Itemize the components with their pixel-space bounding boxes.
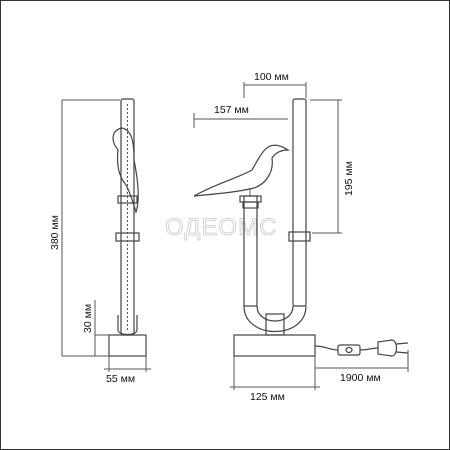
dim-bird-length: 157 мм <box>214 104 249 116</box>
side-bird <box>112 127 139 214</box>
cable-switch <box>337 344 361 356</box>
front-mount-neck <box>242 201 259 209</box>
front-center-cup <box>265 313 285 336</box>
dim-tube-spacing: 100 мм <box>254 71 289 83</box>
side-sleeve <box>115 232 140 242</box>
switch-button-icon <box>345 346 353 354</box>
side-dimensions: 380 мм 30 мм 55 мм <box>49 99 151 385</box>
front-u-bend-outer <box>243 305 307 333</box>
front-u-bend-inner <box>256 305 294 322</box>
side-base <box>108 334 147 357</box>
dim-upper-height: 195 мм <box>343 161 355 196</box>
side-view <box>108 98 147 357</box>
front-sleeve <box>288 231 311 242</box>
plug-icon <box>377 339 398 357</box>
cable <box>314 345 339 351</box>
dim-base-height: 30 мм <box>82 304 94 333</box>
dim-base-length-front: 125 мм <box>250 391 285 403</box>
front-bird <box>193 144 290 197</box>
side-mount <box>117 195 138 204</box>
front-mount <box>239 195 262 203</box>
dim-cable-length: 1900 мм <box>340 372 381 384</box>
cable-tail <box>359 347 379 351</box>
plug-pin-top <box>395 342 409 345</box>
front-right-arm <box>292 98 307 307</box>
side-tube-bend <box>117 315 138 336</box>
watermark: ОДЕОМС <box>165 214 277 241</box>
dim-base-width-side: 55 мм <box>106 373 135 385</box>
plug-pin-bottom <box>395 351 409 354</box>
dim-total-height: 380 мм <box>49 215 61 250</box>
front-dimensions: 100 мм 157 мм 195 мм 125 мм 1900 мм <box>193 71 409 403</box>
front-left-arm <box>243 195 258 307</box>
front-base <box>233 334 316 357</box>
front-view <box>193 98 409 357</box>
